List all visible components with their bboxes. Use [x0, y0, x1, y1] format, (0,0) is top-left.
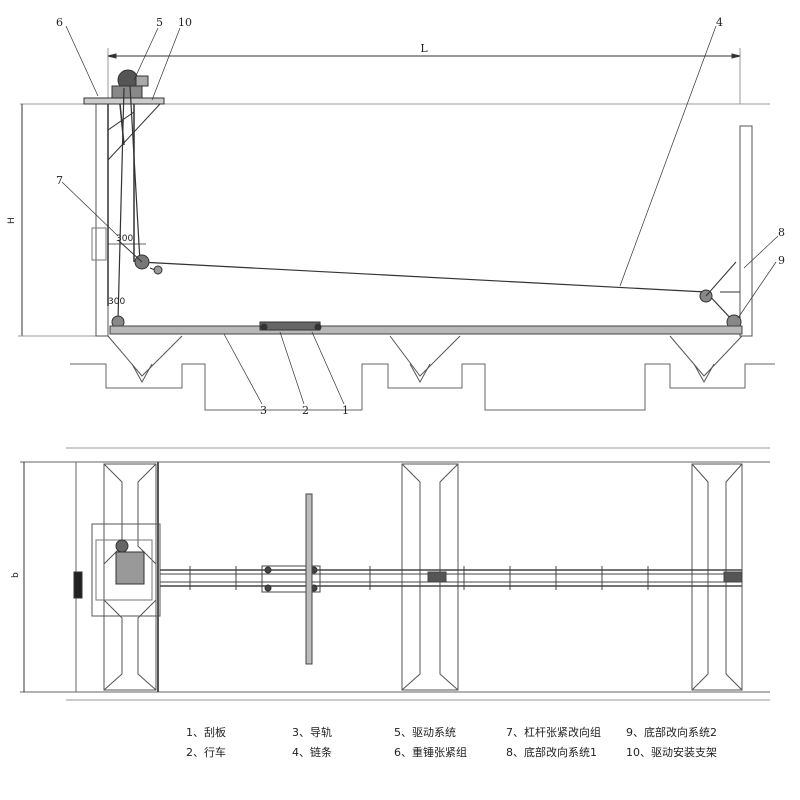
callout-10: 10 — [178, 16, 192, 29]
legend-item-4: 4、链条 — [292, 745, 332, 759]
svg-text:300: 300 — [116, 234, 133, 244]
drive-station-plan — [73, 523, 161, 617]
callout-7: 7 — [56, 174, 63, 187]
leader-lines — [61, 25, 779, 405]
guide-rail — [109, 325, 743, 335]
callout-2: 2 — [302, 404, 309, 417]
callout-8: 8 — [778, 226, 785, 239]
trolley — [259, 321, 321, 331]
svg-text:300: 300 — [108, 297, 125, 307]
guide-rail-plan — [160, 566, 743, 590]
legend-item-10: 10、驱动安装支架 — [626, 745, 717, 759]
dimension-label-l: L — [420, 42, 428, 55]
hopper-plan — [103, 462, 743, 692]
callout-numbers: 6 5 10 4 7 8 9 3 2 1 — [56, 16, 785, 417]
right-wall — [739, 125, 753, 337]
bottom-turn-system-1 — [699, 261, 740, 303]
chain — [117, 85, 735, 323]
elevation-view: L H — [7, 42, 775, 411]
legend-item-2: 2、行车 — [186, 745, 226, 759]
legend-item-6: 6、重锤张紧组 — [394, 745, 467, 759]
legend-item-9: 9、底部改向系统2 — [626, 725, 717, 739]
callout-1: 1 — [342, 404, 349, 417]
sludge-hopper — [107, 335, 743, 384]
legend-item-5: 5、驱动系统 — [394, 726, 456, 739]
dimension-300-lower: 300 — [108, 297, 125, 307]
plan-view: b — [11, 447, 770, 701]
scraper-plan — [305, 493, 313, 665]
lever-tension-group — [117, 239, 163, 275]
legend-item-8: 8、底部改向系统1 — [506, 745, 597, 759]
dimension-300-upper: 300 — [108, 234, 146, 245]
callout-9: 9 — [778, 254, 785, 267]
dimension-label-h: H — [7, 217, 17, 224]
tank-floor-profile — [70, 363, 775, 411]
legend-item-1: 1、刮板 — [186, 725, 226, 739]
callout-6: 6 — [56, 16, 63, 29]
legend-item-7: 7、杠杆张紧改向组 — [506, 725, 601, 739]
legend-item-3: 3、导轨 — [292, 725, 332, 739]
left-wall — [95, 103, 109, 337]
callout-3: 3 — [260, 404, 267, 417]
callout-5: 5 — [156, 16, 163, 29]
dimension-label-b: b — [11, 572, 21, 578]
callout-4: 4 — [716, 16, 723, 29]
legend: 1、刮板 3、导轨 5、驱动系统 7、杠杆张紧改向组 9、底部改向系统2 2、行… — [186, 725, 717, 759]
drive-system — [111, 69, 149, 99]
